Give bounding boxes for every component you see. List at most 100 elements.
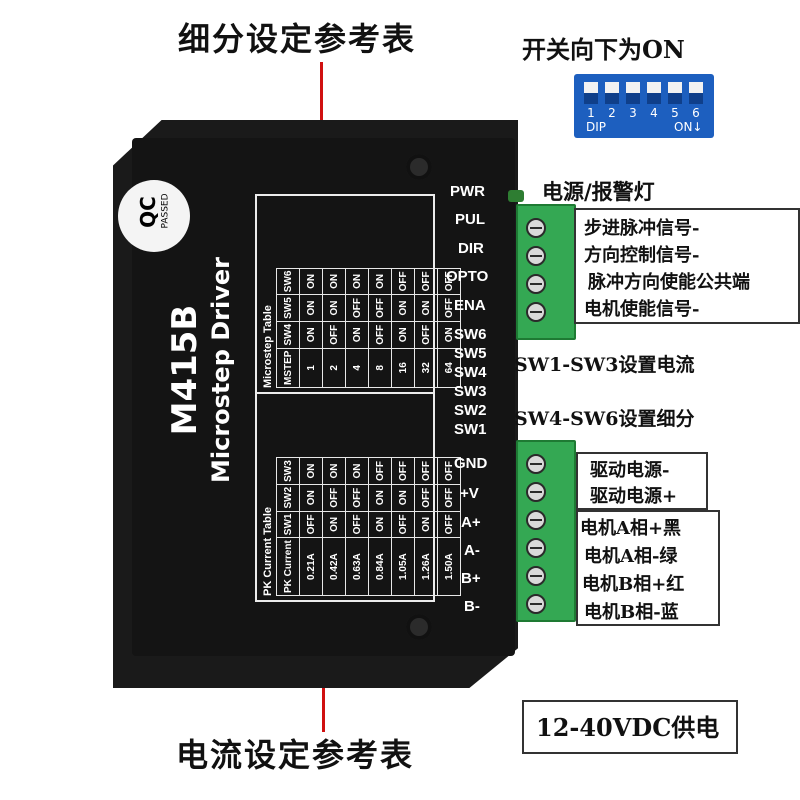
driver-front-panel: [132, 138, 515, 656]
port-b-minus: B-: [464, 598, 480, 615]
table-cell: ON: [414, 294, 438, 322]
terminal-screw-icon[interactable]: [526, 218, 546, 238]
table-header: SW3: [276, 457, 300, 485]
table-header-row: MSTEP SW4 SW5 SW6: [276, 268, 300, 388]
dip-lever-6[interactable]: [689, 82, 703, 104]
signal-terminal-block: [516, 204, 576, 340]
table-header: SW5: [276, 294, 300, 322]
terminal-screw-icon[interactable]: [526, 538, 546, 558]
qc-text: QC: [135, 196, 160, 228]
table-cell: 16: [391, 348, 415, 388]
table-cell: ON: [299, 457, 323, 485]
port-sw4: SW4: [454, 364, 487, 381]
qc-passed-sticker: QC PASSED: [118, 180, 190, 252]
table-cell: OFF: [414, 484, 438, 512]
motor-callout-a-plus: 电机A相+黑: [580, 518, 682, 539]
motor-callout-a-minus: 电机A相-绿: [584, 546, 678, 567]
power-callout-vplus: 驱动电源+: [590, 486, 678, 507]
port-dir: DIR: [458, 240, 484, 257]
signal-callout-dir: 方向控制信号-: [584, 245, 700, 266]
table-cell: 0.21A: [299, 537, 323, 596]
terminal-screw-icon[interactable]: [526, 454, 546, 474]
table-cell: ON: [299, 294, 323, 322]
table-cell: ON: [299, 484, 323, 512]
table-cell: ON: [391, 294, 415, 322]
table-header-row: PK Current SW1 SW2 SW3: [276, 457, 300, 596]
table-cell: OFF: [368, 321, 392, 349]
table-cell: OFF: [322, 321, 346, 349]
terminal-screw-icon[interactable]: [526, 246, 546, 266]
table-cell: 1.50A: [437, 537, 461, 596]
dip-lever-5[interactable]: [668, 82, 682, 104]
table-cell: ON: [345, 268, 369, 295]
table-cell: ON: [322, 294, 346, 322]
table-cell: ON: [414, 511, 438, 538]
dip-lever-4[interactable]: [647, 82, 661, 104]
dip-lever-3[interactable]: [626, 82, 640, 104]
table-cell: 2: [322, 348, 346, 388]
terminal-screw-icon[interactable]: [526, 274, 546, 294]
motor-callout-b-plus: 电机B相+红: [582, 574, 685, 595]
port-gnd: GND: [454, 455, 488, 472]
table-cell: OFF: [322, 484, 346, 512]
table-header: SW1: [276, 511, 300, 538]
current-table: PK Current Table PK Current SW1 SW2 SW3 …: [262, 457, 461, 596]
port-sw6: SW6: [454, 326, 487, 343]
table-cell: 0.84A: [368, 537, 392, 596]
current-table-title: PK Current Table: [262, 506, 274, 596]
table-cell: OFF: [437, 511, 461, 538]
table-cell: ON: [322, 511, 346, 538]
power-callout-gnd: 驱动电源-: [590, 460, 670, 481]
table-cell: ON: [391, 484, 415, 512]
model-subtitle: Microstep Driver: [207, 257, 235, 483]
dip-number: 3: [629, 106, 637, 120]
sw-microstep-caption: SW4-SW6设置细分: [514, 408, 695, 430]
dip-label: DIP: [586, 120, 607, 134]
port-a-minus: A-: [464, 542, 480, 559]
supply-voltage-box: [522, 700, 738, 754]
terminal-screw-icon[interactable]: [526, 510, 546, 530]
dip-lever-2[interactable]: [605, 82, 619, 104]
terminal-screw-icon[interactable]: [526, 302, 546, 322]
table-cell: ON: [368, 511, 392, 538]
supply-voltage-label: 12-40VDC供电: [536, 713, 720, 742]
signal-callout-box: [574, 208, 800, 324]
port-pul: PUL: [455, 211, 485, 228]
mount-screw-icon: [406, 154, 432, 180]
dip-hint: 开关向下为ON: [522, 35, 685, 64]
table-cell: 8: [368, 348, 392, 388]
dip-lever-1[interactable]: [584, 82, 598, 104]
table-header: MSTEP: [276, 348, 300, 388]
port-ena: ENA: [454, 297, 486, 314]
terminal-screw-icon[interactable]: [526, 482, 546, 502]
table-cell: OFF: [391, 511, 415, 538]
sw-current-caption: SW1-SW3设置电流: [514, 354, 695, 376]
table-cell: ON: [368, 484, 392, 512]
dip-on-label: ON↓: [674, 120, 703, 134]
table-cell: 1: [299, 348, 323, 388]
table-cell: OFF: [299, 511, 323, 538]
table-cell: 1.05A: [391, 537, 415, 596]
terminal-screw-icon[interactable]: [526, 594, 546, 614]
table-cell: ON: [391, 321, 415, 349]
table-cell: OFF: [414, 268, 438, 295]
signal-callout-ena: 电机使能信号-: [584, 299, 700, 320]
power-led-icon: [508, 190, 524, 202]
table-cell: OFF: [414, 457, 438, 485]
table-header: SW2: [276, 484, 300, 512]
current-table-frame: [255, 392, 435, 602]
model-name: M415B: [165, 304, 205, 436]
table-cell: ON: [345, 457, 369, 485]
model-label: M415B Microstep Driver: [165, 205, 245, 535]
terminal-screw-icon[interactable]: [526, 566, 546, 586]
table-cell: OFF: [345, 484, 369, 512]
table-cell: ON: [368, 268, 392, 295]
power-motor-terminal-block: [516, 440, 576, 622]
table-cell: OFF: [345, 511, 369, 538]
motor-callout-b-minus: 电机B相-蓝: [584, 602, 679, 623]
